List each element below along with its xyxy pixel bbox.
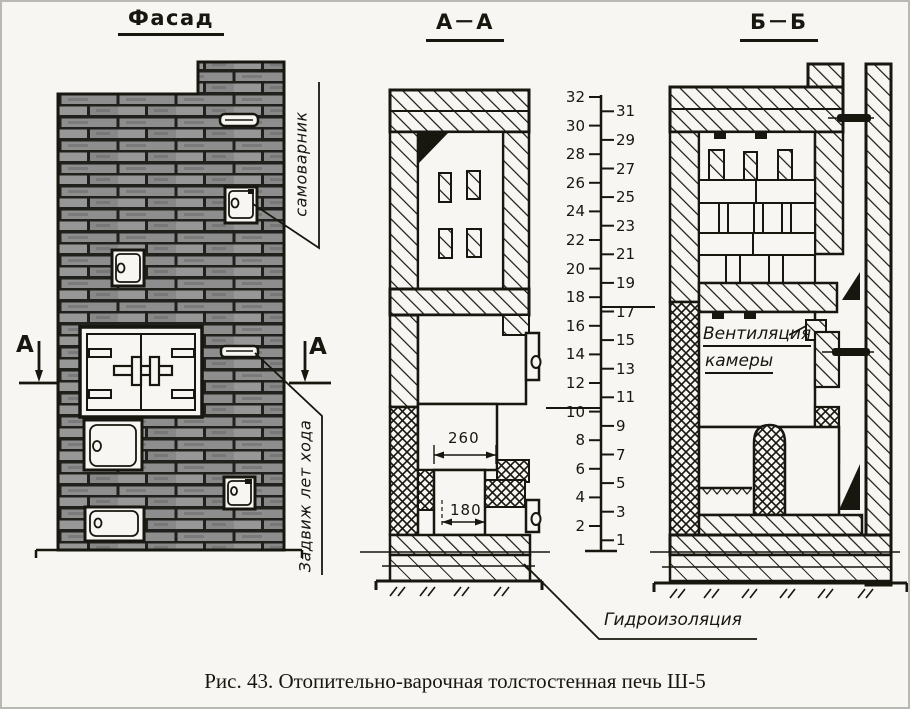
- firebox-width-dimension: 260: [448, 429, 480, 447]
- section-marker-right: А: [309, 334, 327, 360]
- ashpit-width-dimension: 180: [450, 501, 482, 519]
- samovarnik-label: самоварник: [291, 111, 311, 217]
- figure-caption: Рис. 43. Отопительно-варочная толстостен…: [204, 669, 706, 693]
- ventilation-label-line2: камеры: [705, 351, 774, 374]
- section-bb-title: Б－Б: [740, 6, 818, 42]
- summer-damper-label: Задвиж лет хода: [295, 419, 315, 573]
- section-aa-title: А－А: [426, 6, 505, 42]
- waterproofing-label: Гидроизоляция: [604, 610, 742, 630]
- ventilation-label-line1: Вентиляция: [703, 324, 812, 347]
- section-marker-left: А: [16, 332, 34, 358]
- facade-view-title: Фасад: [118, 6, 225, 36]
